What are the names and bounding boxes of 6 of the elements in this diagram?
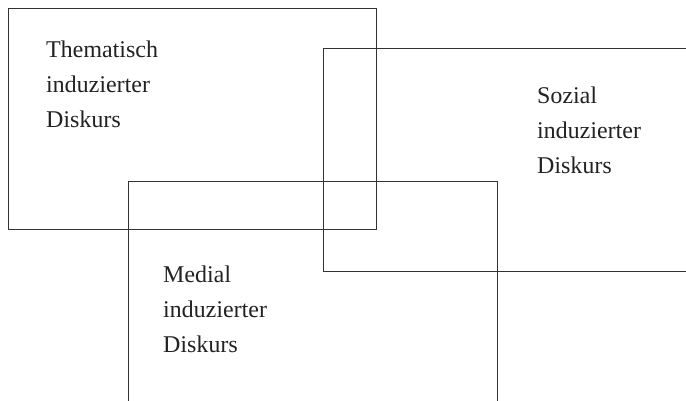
- frame-label: Thematisch induzierter Diskurs: [46, 36, 159, 135]
- rectangle-frame: [128, 181, 498, 401]
- rectangle-frame: [323, 48, 686, 272]
- rectangle-frame: [8, 8, 377, 230]
- frame-label: Medial induzierter Diskurs: [163, 261, 268, 360]
- frame-label: Sozial induzierter Diskurs: [537, 82, 642, 181]
